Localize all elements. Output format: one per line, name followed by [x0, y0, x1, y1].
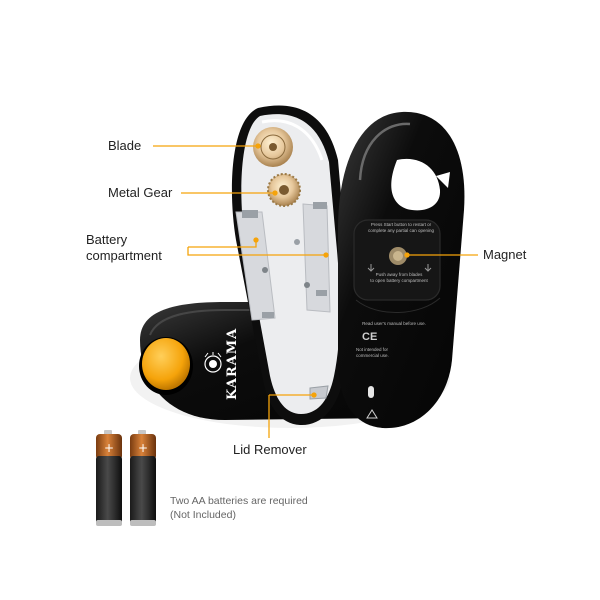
- not-intended-line1: Not intended for: [356, 347, 389, 352]
- lid-remover-label: Lid Remover: [233, 442, 307, 457]
- press-instruction-line2: complete any partial can opening: [367, 227, 435, 233]
- battery-note: Two AA batteries are required (Not Inclu…: [170, 494, 308, 522]
- battery-left-icon: +: [96, 430, 122, 526]
- metal-gear-callout-dot: [272, 190, 278, 196]
- press-instruction: Press Start button to restart or complet…: [366, 222, 436, 233]
- ce-mark: CE: [362, 331, 378, 343]
- svg-text:+: +: [138, 441, 148, 455]
- press-instruction-line1: Press Start button to restart or: [370, 222, 432, 227]
- battery-right-icon: +: [130, 430, 156, 526]
- metal-gear-label: Metal Gear: [108, 185, 173, 200]
- battery-note-line2: (Not Included): [170, 509, 236, 521]
- battery-label-line2: compartment: [86, 248, 162, 263]
- battery-label-line1: Battery: [86, 232, 128, 247]
- brand-logo-icon: [204, 352, 222, 373]
- push-instruction-line2: to open battery compartment: [370, 277, 428, 283]
- magnet-label: Magnet: [483, 247, 527, 262]
- battery-callout-line: [187, 247, 326, 256]
- not-intended-text: Not intended for commercial use.: [356, 347, 406, 358]
- opener-back-cover: [338, 111, 465, 429]
- push-instruction-line1: Push away from blades: [375, 272, 423, 277]
- start-button: [139, 337, 193, 395]
- callout-lines: [153, 143, 478, 438]
- brand-name: KARAMA: [225, 327, 240, 400]
- battery-callout-dot-right: [323, 252, 329, 258]
- not-intended-line2: commercial use.: [356, 352, 389, 358]
- svg-text:+: +: [104, 441, 114, 455]
- opener-open-housing: [231, 105, 350, 426]
- blade-label: Blade: [108, 138, 142, 153]
- magnet-callout-dot: [404, 252, 410, 258]
- blade-icon: [253, 127, 293, 167]
- battery-callout-dot-left: [253, 237, 259, 243]
- lid-remover-callout-dot: [311, 392, 317, 398]
- read-manual-text: Read user's manual before use.: [362, 321, 426, 326]
- battery-note-line1: Two AA batteries are required: [170, 495, 308, 507]
- metal-gear-icon: [267, 173, 301, 207]
- push-instruction: Push away from blades to open battery co…: [364, 272, 434, 283]
- blade-callout-dot: [255, 143, 261, 149]
